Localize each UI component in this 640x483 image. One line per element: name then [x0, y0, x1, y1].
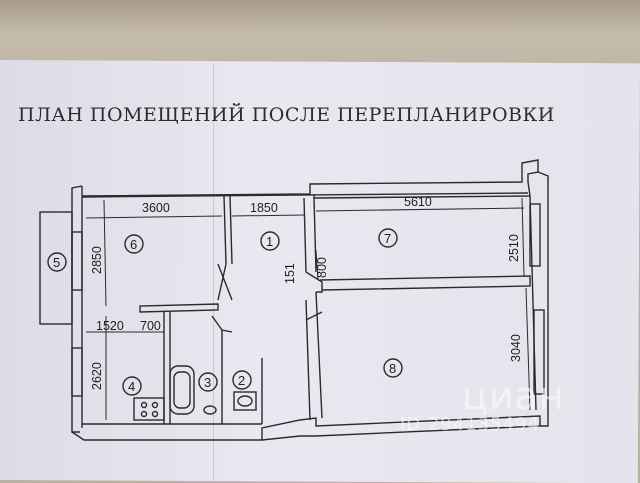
room-marker-4	[122, 376, 142, 396]
room-number-1: 1	[266, 234, 273, 249]
room-number-5: 5	[53, 255, 60, 270]
stove-burner-4	[151, 410, 159, 418]
dim-151: 151	[283, 263, 297, 284]
room-marker-6	[124, 234, 144, 254]
bathtub	[169, 365, 195, 415]
dim-5610: 5610	[404, 195, 432, 209]
dim-1520: 1520	[96, 319, 124, 333]
window-left-bottom	[71, 347, 83, 397]
wall-left	[71, 185, 83, 433]
partition-1-7	[303, 197, 307, 273]
dim-line-3040	[525, 287, 531, 411]
window-right-bottom	[533, 309, 545, 395]
partition-6-1b	[229, 195, 233, 265]
dim-800: 800	[315, 257, 329, 278]
watermark: циан ID 294135494	[400, 374, 590, 444]
room-marker-3	[198, 372, 218, 392]
partition-1-7b	[313, 197, 317, 273]
dim-3040: 3040	[509, 334, 523, 362]
bathtub-inner	[173, 371, 191, 409]
door-3	[211, 315, 233, 333]
partition-6-1	[223, 195, 227, 265]
room-number-2: 2	[238, 373, 245, 388]
room-number-4: 4	[128, 379, 135, 394]
stove-burner-2	[151, 401, 159, 409]
window-left-top	[71, 231, 83, 291]
room-marker-5	[47, 252, 67, 272]
partition-6-4	[139, 303, 219, 313]
stove-burner-1	[140, 401, 148, 409]
stove-burner-3	[140, 410, 148, 418]
room-marker-8	[383, 358, 403, 378]
wall-right-inner	[529, 195, 537, 411]
paper-fold	[213, 64, 214, 480]
toilet-bowl	[237, 395, 253, 407]
dim-2620: 2620	[90, 362, 104, 390]
room-marker-7	[378, 228, 398, 248]
wall-top	[81, 159, 539, 199]
door-8	[305, 311, 323, 321]
dim-line-2850	[103, 199, 107, 307]
wall-right	[537, 171, 549, 427]
dim-line-1850	[231, 214, 305, 217]
partition-1-8	[315, 291, 323, 419]
dim-line-2510	[521, 197, 525, 277]
plan-title: ПЛАН ПОМЕЩЕНИЙ ПОСЛЕ ПЕРЕПЛАНИРОВКИ	[18, 104, 555, 126]
wall-bottom	[71, 415, 541, 441]
watermark-logo: циан	[462, 374, 565, 418]
dim-3600: 3600	[142, 201, 170, 215]
room-marker-2	[232, 370, 252, 390]
wall-top-inner	[81, 192, 529, 198]
toilet	[233, 391, 257, 411]
room-marker-1	[260, 231, 280, 251]
window-right-top	[529, 203, 541, 267]
room-number-7: 7	[384, 231, 391, 246]
room-number-6: 6	[130, 237, 137, 252]
sink	[203, 405, 217, 415]
dim-2510: 2510	[507, 234, 521, 262]
partition-7-8	[319, 275, 531, 291]
door-6	[217, 263, 233, 301]
room-number-8: 8	[389, 361, 396, 376]
dim-2850: 2850	[90, 246, 104, 274]
dim-line-800	[315, 249, 319, 281]
dim-line-5610	[315, 207, 525, 212]
door-7-8	[305, 271, 323, 293]
dim-line-3600	[85, 215, 223, 219]
stove	[133, 397, 165, 421]
dim-1850: 1850	[250, 201, 278, 215]
room-number-3: 3	[204, 375, 211, 390]
watermark-id: ID 294135494	[400, 414, 540, 435]
dim-700: 700	[140, 319, 161, 333]
